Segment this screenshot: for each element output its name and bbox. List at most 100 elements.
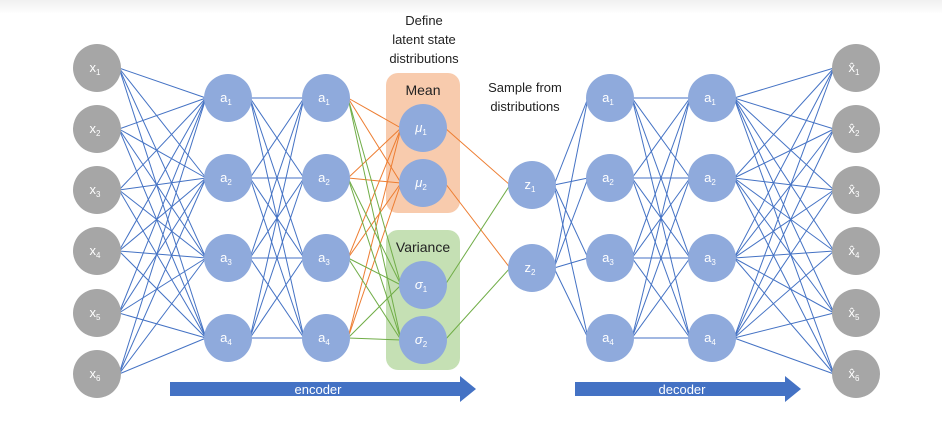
variance-box-title: Variance (396, 239, 450, 255)
node-output-1: x̂1 (832, 44, 880, 92)
edge-dec2-output (733, 177, 835, 375)
node-circle (204, 234, 252, 282)
node-label: a1 (704, 90, 716, 107)
top-shade (0, 0, 942, 14)
edge-input-enc1 (118, 67, 207, 259)
node-label: z1 (525, 177, 537, 194)
edge-input-enc1 (118, 177, 207, 375)
edge-dec2-output (733, 177, 835, 314)
node-label: x̂6 (849, 366, 861, 383)
edge-enc2-sigma (347, 177, 402, 341)
edge-input-enc1 (118, 189, 207, 339)
encoder-arrow: encoder (170, 376, 476, 402)
node-label: x̂5 (849, 305, 861, 322)
edge-dec2-output (733, 189, 835, 339)
node-sigma-1: σ1 (399, 261, 447, 309)
node-circle (832, 350, 880, 398)
node-label: x6 (90, 366, 102, 383)
node-label: a2 (602, 170, 614, 187)
edge-z-dec1 (553, 267, 589, 339)
node-input-6: x6 (73, 350, 121, 398)
node-enc1-4: a4 (204, 314, 252, 362)
node-circle (302, 234, 350, 282)
node-circle (688, 234, 736, 282)
node-circle (832, 44, 880, 92)
node-circle (508, 244, 556, 292)
node-circle (399, 104, 447, 152)
edge-dec2-output (733, 128, 835, 339)
node-label: z2 (525, 260, 537, 277)
define-caption-line-2: latent state (392, 32, 456, 47)
define-caption-line-3: distributions (389, 51, 459, 66)
edge-enc2-mu (347, 97, 402, 129)
edge-dec2-output (733, 67, 835, 339)
edge-input-enc1 (118, 337, 207, 375)
edge-dec1-dec2 (631, 97, 691, 259)
edge-mu1-z1 (444, 127, 511, 186)
edge-input-enc1 (118, 67, 207, 99)
node-label: x̂2 (849, 121, 861, 138)
node-label: x̂3 (849, 182, 861, 199)
edge-input-enc1 (118, 312, 207, 339)
node-input-5: x5 (73, 289, 121, 337)
node-dec2-2: a2 (688, 154, 736, 202)
node-circle (688, 314, 736, 362)
encoder-arrow-shape (170, 376, 476, 402)
node-circle (73, 227, 121, 275)
edge-input-enc1 (118, 97, 207, 191)
edge-enc1-enc2 (249, 97, 305, 179)
node-label: a4 (602, 330, 614, 347)
edge-dec2-output (733, 97, 835, 130)
node-label: a4 (704, 330, 716, 347)
edge-dec2-output (733, 97, 835, 375)
edge-enc2-mu (347, 97, 402, 184)
node-mu-2: μ2 (399, 159, 447, 207)
encoder-label: encoder (295, 382, 343, 397)
node-label: x̂4 (849, 243, 861, 260)
node-z-1: z1 (508, 161, 556, 209)
node-label: a1 (318, 90, 330, 107)
decoder-arrow: decoder (575, 376, 801, 402)
edge-dec2-output (733, 250, 835, 339)
edge-z-dec1 (553, 184, 589, 259)
edge-input-enc1 (118, 97, 207, 375)
node-input-3: x3 (73, 166, 121, 214)
node-dec2-4: a4 (688, 314, 736, 362)
edge-enc2-sigma (347, 337, 402, 341)
nodes: x1x2x3x4x5x6a1a2a3a4a1a2a3a4μ1μ2σ1σ2z1z2… (73, 44, 880, 398)
node-circle (73, 166, 121, 214)
node-label: σ1 (415, 277, 428, 294)
edge-dec2-output (733, 312, 835, 339)
node-circle (688, 154, 736, 202)
edge-dec2-output (733, 97, 835, 191)
node-label: x1 (90, 60, 102, 77)
decoder-label: decoder (659, 382, 707, 397)
node-circle (586, 314, 634, 362)
node-label: a4 (318, 330, 330, 347)
node-circle (399, 261, 447, 309)
node-circle (302, 314, 350, 362)
edge-enc1-enc2 (249, 177, 305, 339)
edge-input-enc1 (118, 97, 207, 252)
node-output-5: x̂5 (832, 289, 880, 337)
edge-input-enc1 (118, 67, 207, 339)
node-enc2-2: a2 (302, 154, 350, 202)
node-circle (73, 350, 121, 398)
node-enc2-1: a1 (302, 74, 350, 122)
node-label: x5 (90, 305, 102, 322)
node-dec2-1: a1 (688, 74, 736, 122)
edge-dec2-output (733, 257, 835, 375)
edge-input-enc1 (118, 257, 207, 375)
node-input-4: x4 (73, 227, 121, 275)
node-circle (399, 316, 447, 364)
node-circle (204, 154, 252, 202)
node-enc2-3: a3 (302, 234, 350, 282)
sample-caption-line-2: distributions (490, 99, 560, 114)
edge-input-enc1 (118, 97, 207, 130)
node-circle (832, 227, 880, 275)
define-caption-line-1: Define (405, 13, 443, 28)
node-circle (302, 154, 350, 202)
edge-dec2-output (733, 250, 835, 259)
node-dec1-4: a4 (586, 314, 634, 362)
edge-dec2-output (733, 177, 835, 191)
